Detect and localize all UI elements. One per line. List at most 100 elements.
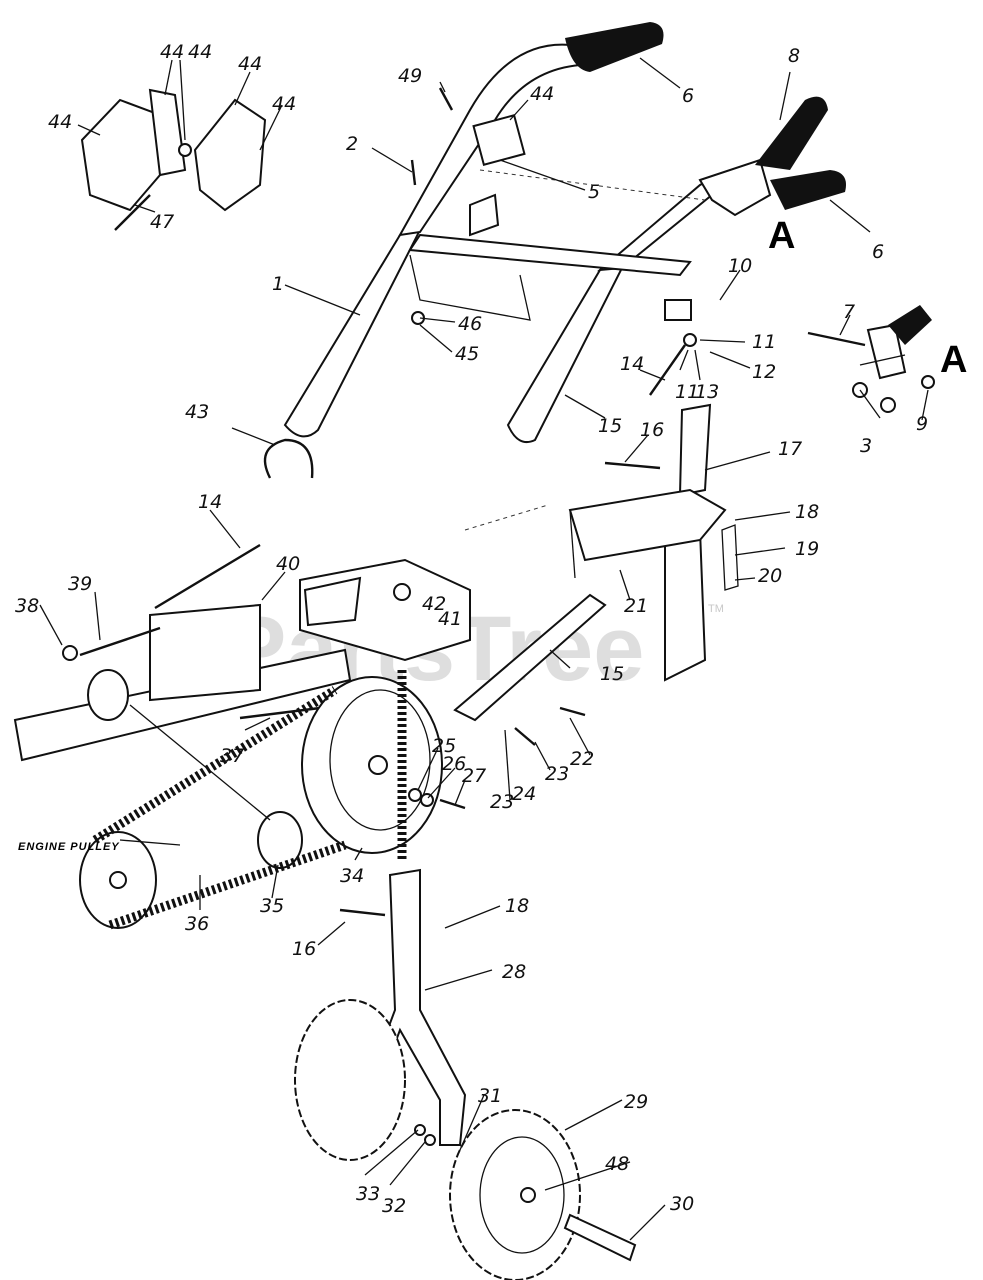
cable-clamp[interactable] — [664, 299, 692, 321]
crossbar[interactable] — [408, 233, 692, 277]
callout-37: 37 — [220, 745, 244, 767]
callout-36: 36 — [185, 913, 209, 935]
screw-2[interactable] — [410, 159, 417, 186]
plate-edge — [569, 509, 576, 579]
callout-9: 9 — [916, 413, 928, 435]
bolt-22[interactable] — [559, 706, 586, 717]
wheel-center-48[interactable] — [520, 1187, 536, 1203]
callout-21: 21 — [624, 595, 648, 617]
bolt-27[interactable] — [439, 798, 466, 810]
depth-bar-lower[interactable] — [664, 528, 707, 682]
pin-16-lower[interactable] — [339, 908, 386, 917]
watermark-tm: TM — [708, 603, 724, 615]
pin-37[interactable] — [239, 706, 321, 720]
left-handle-tube[interactable] — [283, 225, 422, 438]
bolt-7[interactable] — [807, 331, 866, 347]
belt-36-top[interactable] — [92, 686, 338, 844]
callout-42: 42 — [422, 593, 446, 615]
screw-47[interactable] — [114, 194, 151, 231]
callout-40: 40 — [276, 553, 300, 575]
reference-a-detail: A — [940, 339, 967, 381]
left-wheel[interactable] — [294, 999, 406, 1161]
callout-27: 27 — [462, 765, 486, 787]
throttle-cover[interactable] — [193, 98, 267, 212]
callout-28: 28 — [502, 961, 526, 983]
callout-22: 22 — [570, 748, 594, 770]
clip-19[interactable] — [721, 524, 739, 591]
left-grip[interactable] — [565, 22, 664, 72]
callout-20: 20 — [758, 565, 782, 587]
mounting-plate-21[interactable] — [568, 488, 727, 562]
right-wheel-29[interactable] — [449, 1109, 581, 1280]
washer-33[interactable] — [414, 1124, 426, 1136]
axle-bolt-30[interactable] — [563, 1213, 637, 1262]
nut-38[interactable] — [62, 645, 78, 661]
detail-grip[interactable] — [888, 305, 932, 345]
control-cable-lower[interactable] — [154, 543, 261, 610]
callout-33: 33 — [356, 1183, 380, 1205]
control-cable-upper[interactable] — [649, 344, 686, 396]
spring-39[interactable] — [79, 626, 161, 657]
throttle-detail — [80, 88, 267, 231]
callout-3: 3 — [860, 435, 872, 457]
frame-side[interactable] — [303, 576, 362, 627]
cable-nut[interactable] — [683, 333, 697, 347]
callout-44-b: 44 — [160, 41, 184, 63]
idler-pulley-35[interactable] — [257, 811, 303, 869]
callout-7: 7 — [843, 301, 855, 323]
reference-a-top: A — [768, 215, 795, 257]
cable-clip[interactable] — [263, 438, 314, 479]
callout-5: 5 — [588, 181, 600, 203]
callout-38: 38 — [15, 595, 39, 617]
callout-17: 17 — [778, 438, 802, 460]
grip-bracket[interactable] — [698, 158, 772, 217]
screw-49[interactable] — [438, 87, 454, 111]
handle-clip[interactable] — [469, 193, 500, 237]
depth-bar-upper[interactable] — [678, 403, 712, 497]
washer-25[interactable] — [408, 788, 422, 802]
callout-18-lower: 18 — [505, 895, 529, 917]
handlebar-assembly — [263, 22, 846, 479]
callout-49: 49 — [398, 65, 422, 87]
engine-pulley-caption: ENGINE PULLEY — [18, 841, 120, 853]
callout-11-lower: 11 — [675, 381, 699, 403]
throttle-pivot[interactable] — [178, 143, 192, 157]
washer-26[interactable] — [420, 793, 434, 807]
callout-12: 12 — [752, 361, 776, 383]
nut-9[interactable] — [921, 375, 935, 389]
throttle-bracket[interactable] — [472, 114, 526, 166]
callout-14-upper: 14 — [620, 353, 644, 375]
drive-pulley-center[interactable] — [368, 755, 388, 775]
callout-26: 26 — [442, 753, 466, 775]
callout-13: 13 — [695, 381, 719, 403]
callout-labels: 1 2 3 5 6 6 7 8 9 10 11 11 12 13 14 14 1… — [15, 41, 967, 1217]
callout-46: 46 — [458, 313, 482, 335]
engine-pulley-center[interactable] — [109, 871, 127, 889]
callout-1: 1 — [272, 273, 284, 295]
callout-41: 41 — [438, 608, 462, 630]
bolt-24[interactable] — [514, 727, 536, 746]
callout-15-lower: 15 — [600, 663, 624, 685]
idler-pulley-upper[interactable] — [87, 669, 129, 721]
depth-assembly — [464, 403, 739, 682]
callout-44-d: 44 — [272, 93, 296, 115]
belt-36-bottom[interactable] — [108, 840, 347, 930]
callout-19: 19 — [795, 538, 819, 560]
nut-3b[interactable] — [880, 397, 896, 413]
handle-mount-15[interactable] — [453, 593, 607, 722]
upper-right-grip[interactable] — [755, 96, 828, 170]
frame-nut[interactable] — [393, 583, 411, 601]
idler-bracket[interactable] — [149, 603, 261, 702]
pin-16-upper[interactable] — [604, 461, 661, 470]
belt-drive — [79, 669, 586, 930]
callout-32: 32 — [382, 1195, 406, 1217]
throttle-lever[interactable] — [148, 88, 187, 177]
nut-32[interactable] — [424, 1134, 436, 1146]
callout-48: 48 — [605, 1153, 629, 1175]
callout-44-c: 44 — [238, 53, 262, 75]
callout-6-right: 6 — [872, 241, 884, 263]
lower-right-grip[interactable] — [770, 170, 846, 210]
throttle-housing[interactable] — [80, 98, 161, 212]
callout-44-a: 44 — [48, 111, 72, 133]
drive-pulley-hub — [329, 689, 431, 831]
